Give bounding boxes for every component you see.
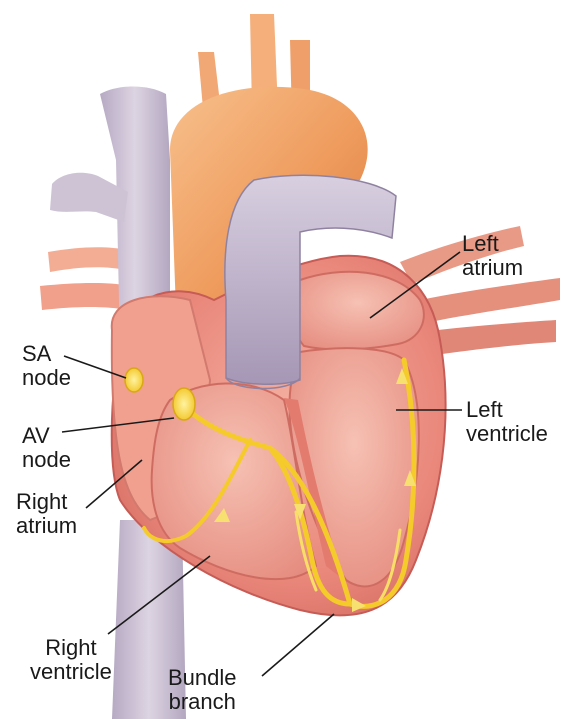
label-left-atrium: Left atrium	[462, 232, 523, 280]
label-bundle-branch: Bundle branch	[168, 666, 237, 714]
pulmonary-veins-left	[40, 247, 130, 310]
label-right-ventricle: Right ventricle	[30, 636, 112, 684]
label-left-ventricle: Left ventricle	[466, 398, 548, 446]
sa-node	[125, 368, 143, 392]
av-node	[173, 388, 195, 420]
leader-bundle-branch	[262, 614, 334, 676]
brachiocephalic-vein	[50, 173, 128, 222]
label-sa-node: SA node	[22, 342, 71, 390]
label-right-atrium: Right atrium	[16, 490, 77, 538]
label-av-node: AV node	[22, 424, 71, 472]
